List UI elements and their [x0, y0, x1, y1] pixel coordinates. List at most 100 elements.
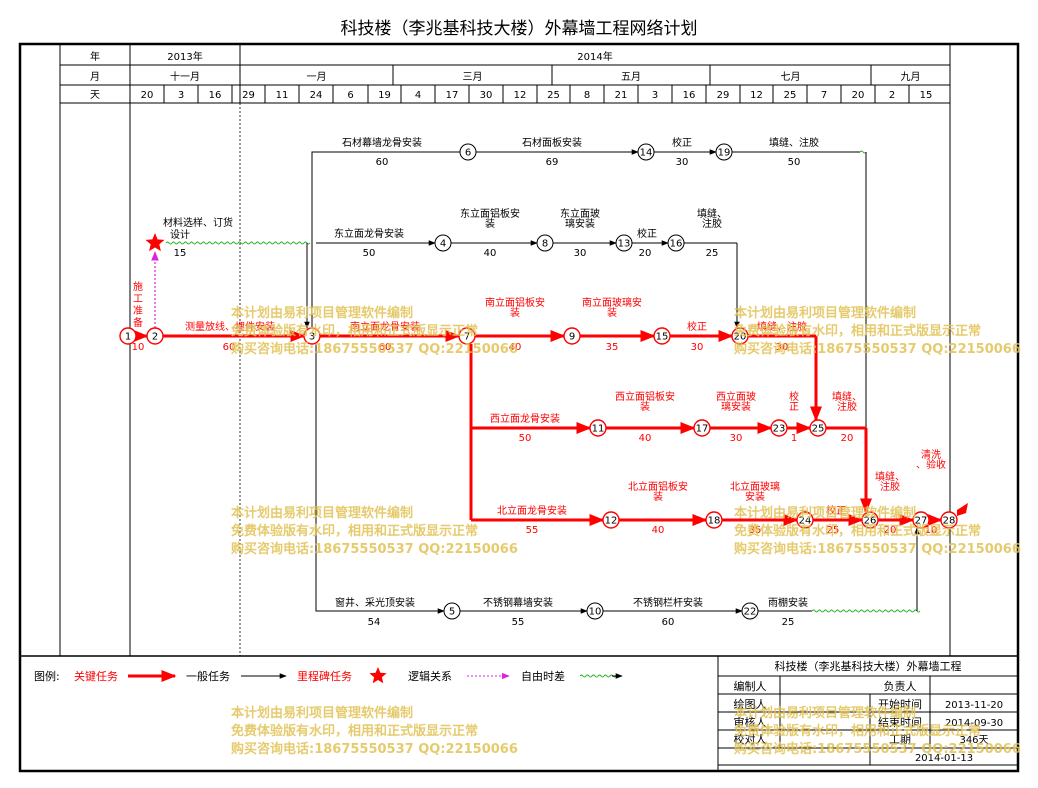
task-duration: 40 [639, 433, 652, 444]
task-duration: 60 [223, 342, 236, 353]
info-reviewed-by-label: 审核人 [734, 715, 767, 729]
month-label: 一月 [307, 71, 327, 83]
task-duration: 30 [730, 433, 743, 444]
info-box-border [717, 655, 1019, 772]
task-name: 填缝、注胶 [769, 136, 819, 149]
network-node [443, 602, 461, 620]
watermark-line: 免费体验版有水印，相用和正式版显示正常 [734, 324, 982, 339]
task-name: 璃安装 [721, 400, 751, 413]
task-duration: 1 [791, 433, 797, 444]
legend-label: 图例: [34, 669, 60, 683]
task-name: 北立面铝板安 [628, 480, 688, 493]
watermark-line: 购买咨询电话:18675550537 QQ:22150066 [734, 342, 1021, 357]
task-name: 西立面龙骨安装 [490, 412, 560, 425]
task-name: 北立面玻璃 [730, 480, 780, 493]
info-end-value: 2014-09-30 [945, 718, 1003, 729]
day-label: 12 [514, 90, 527, 101]
node-number: 18 [708, 516, 721, 527]
task-name: 材料选样、订货 [163, 216, 233, 229]
task-duration: 60 [379, 342, 392, 353]
node-number: 11 [592, 424, 605, 435]
task-name: 校正 [637, 227, 657, 240]
task-duration: 30 [574, 248, 587, 259]
network-node [434, 234, 452, 252]
month-label: 七月 [781, 71, 801, 83]
task-duration: 69 [546, 157, 559, 168]
task-duration: 10 [925, 525, 938, 536]
task-name: 校正 [687, 320, 707, 333]
task-name: 璃安装 [565, 217, 595, 230]
node-number: 22 [744, 607, 757, 618]
watermark-line: 本计划由易利项目管理软件编制 [231, 706, 414, 721]
day-label: 3 [652, 90, 658, 101]
task-name: 施 [133, 280, 143, 293]
network-node [705, 511, 723, 529]
trial-watermark: 本计划由易利项目管理软件编制免费体验版有水印，相用和正式版显示正常购买咨询电话:… [231, 505, 518, 559]
node-number: 13 [618, 239, 631, 250]
node-number: 7 [464, 332, 470, 343]
task-name: 测量放线、埋件安装 [185, 320, 275, 333]
network-node [303, 327, 321, 345]
legend-critical-label: 关键任务 [74, 669, 118, 683]
day-label: 12 [750, 90, 763, 101]
task-name: 填缝、 [697, 207, 727, 220]
node-number: 28 [943, 516, 956, 527]
task-name: 清洗 [921, 448, 941, 461]
watermark-line: 本计划由易利项目管理软件编制 [734, 706, 917, 721]
task-name: 工 [133, 294, 143, 305]
node-number: 17 [696, 424, 709, 435]
task-name: 东立面铝板安 [460, 207, 520, 220]
network-node [458, 327, 476, 345]
legend-logic-label: 逻辑关系 [408, 669, 452, 683]
info-duration-label: 工期 [889, 733, 911, 746]
network-node [589, 419, 607, 437]
info-duration-value: 346天 [959, 735, 988, 746]
task-name: 注胶 [837, 400, 857, 413]
node-number: 2 [152, 332, 158, 343]
task-name: 填缝、注胶 [757, 320, 807, 333]
network-node [667, 234, 685, 252]
day-label: 15 [920, 90, 933, 101]
info-responsible-label: 负责人 [884, 679, 917, 693]
task-name: 装 [653, 490, 663, 503]
task-duration: 40 [652, 525, 665, 536]
node-number: 23 [773, 424, 786, 435]
legend-float-label: 自由时差 [521, 669, 565, 683]
network-node [602, 511, 620, 529]
network-node [119, 327, 137, 345]
task-duration: 40 [509, 342, 522, 353]
month-row-label: 月 [90, 71, 100, 83]
node-number: 3 [309, 332, 315, 343]
node-number: 12 [605, 516, 618, 527]
day-label: 3 [178, 90, 184, 101]
free-float-line [165, 241, 311, 245]
task-duration: 25 [782, 617, 795, 628]
network-node [796, 511, 814, 529]
task-name: 石材幕墙龙骨安装 [342, 136, 422, 149]
network-node [536, 234, 554, 252]
task-name: 备 [133, 316, 143, 329]
watermark-line: 购买咨询电话:18675550537 QQ:22150066 [231, 742, 518, 757]
month-label: 三月 [463, 71, 483, 83]
legend-float-line [579, 674, 617, 678]
task-duration: 30 [691, 342, 704, 353]
task-name: 填缝、 [875, 470, 905, 483]
outer-border [18, 42, 1020, 773]
year-label: 2013年 [167, 50, 202, 63]
watermark-line: 本计划由易利项目管理软件编制 [734, 506, 917, 521]
watermark-line: 购买咨询电话:18675550537 QQ:22150066 [231, 342, 518, 357]
task-name: 注胶 [880, 480, 900, 493]
task-duration: 30 [776, 342, 789, 353]
task-name: 北立面龙骨安装 [497, 504, 567, 517]
node-number: 10 [589, 607, 602, 618]
network-node [586, 602, 604, 620]
day-label: 8 [584, 90, 590, 101]
task-duration: 50 [788, 157, 801, 168]
year-row-label: 年 [90, 50, 100, 63]
trial-watermark: 本计划由易利项目管理软件编制免费体验版有水印，相用和正式版显示正常购买咨询电话:… [734, 305, 1021, 359]
watermark-line: 购买咨询电话:18675550537 QQ:22150066 [734, 542, 1021, 557]
task-duration: 20 [639, 248, 652, 259]
task-name: 安装 [745, 490, 765, 503]
day-label: 29 [242, 90, 255, 101]
task-name: 装 [510, 306, 520, 319]
